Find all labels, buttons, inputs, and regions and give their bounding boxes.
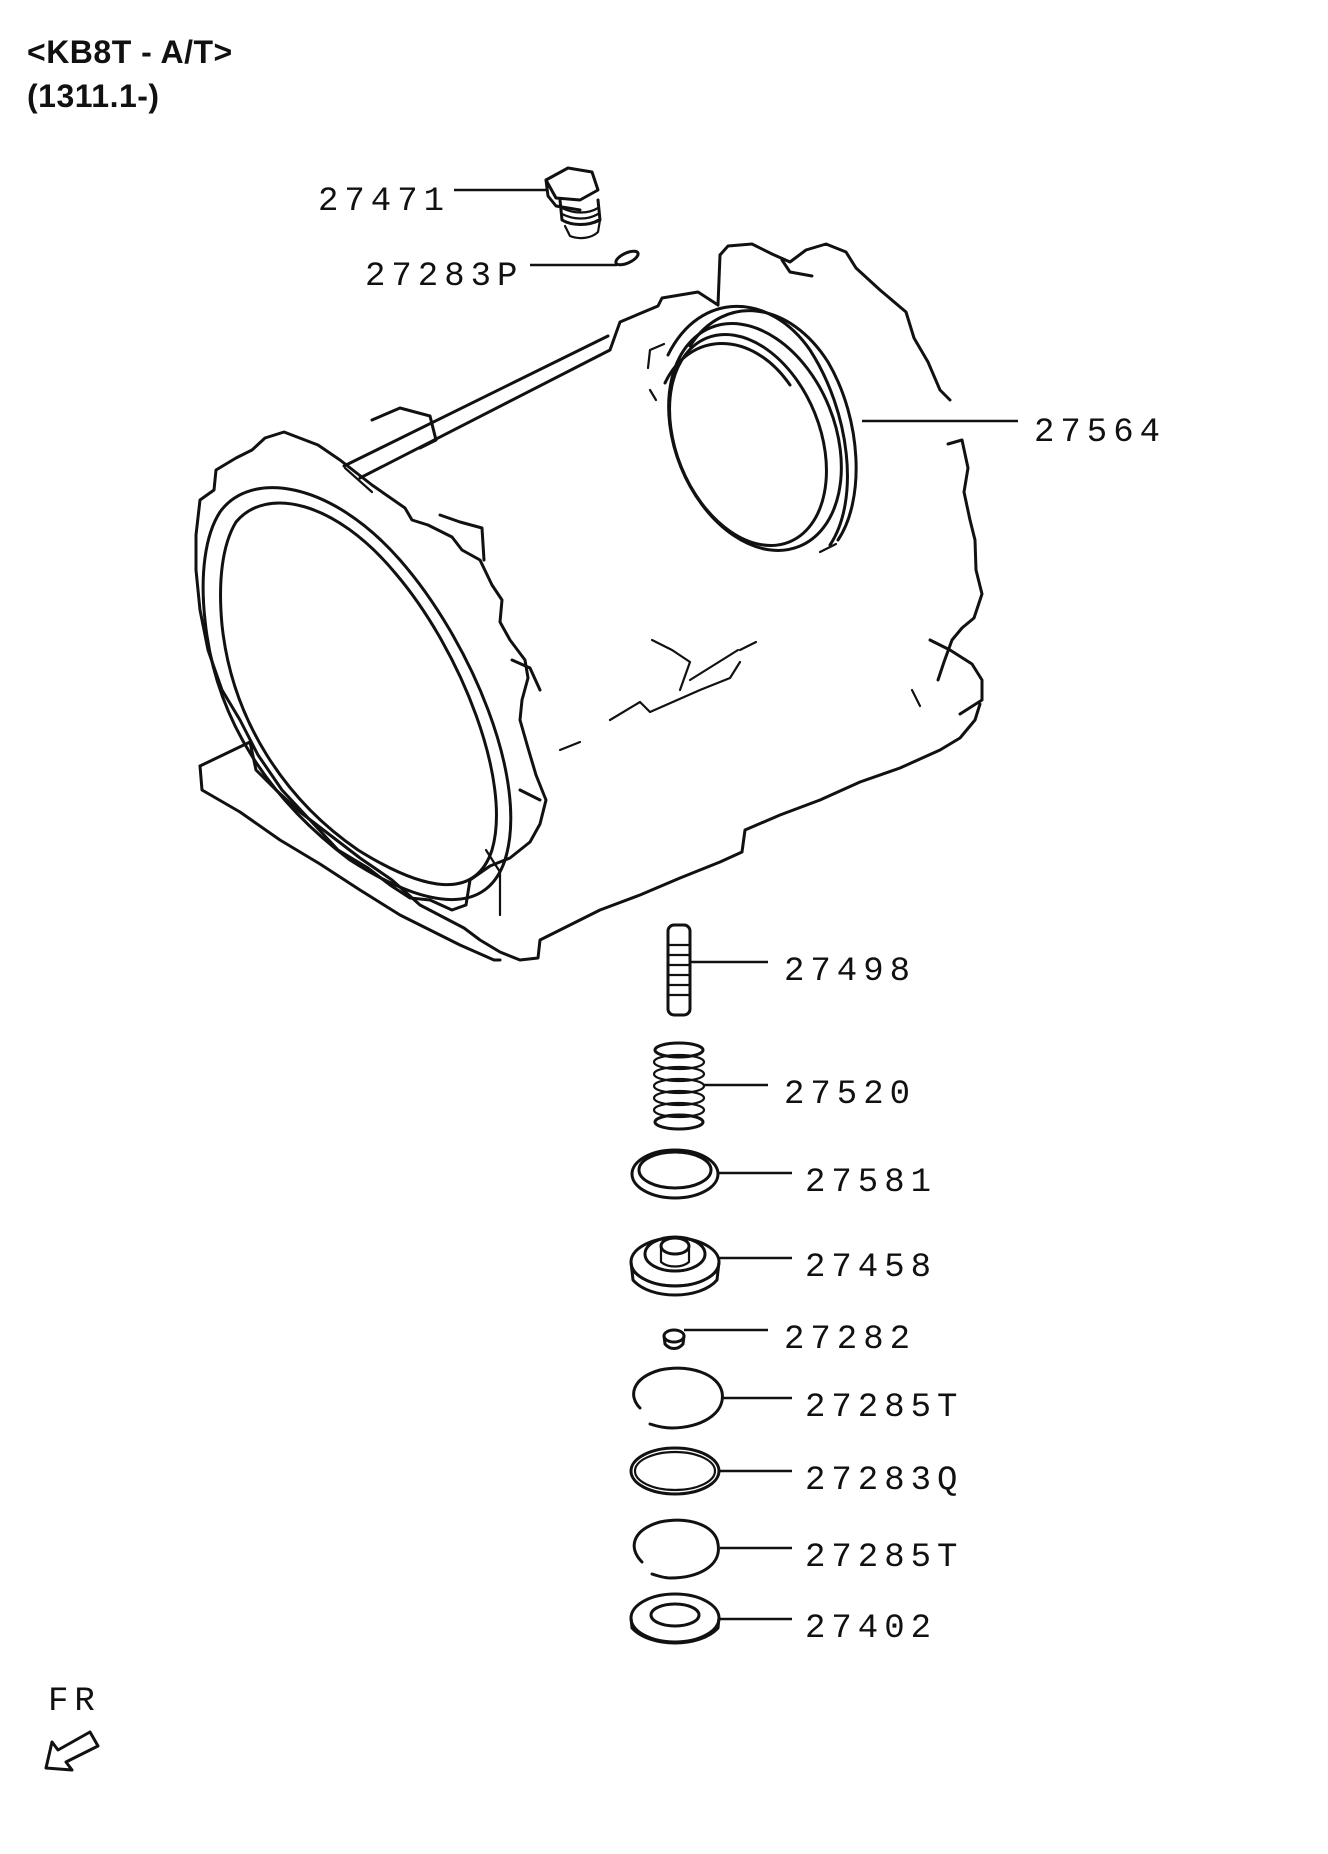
- snap-ring-lower-drawing: [632, 1518, 720, 1580]
- accumulator-piston-drawing: [629, 1235, 721, 1297]
- accumulator-pin-drawing: [666, 923, 692, 1017]
- part-label-27282: 27282: [784, 1321, 916, 1359]
- part-label-27581: 27581: [805, 1164, 937, 1202]
- plug-gasket-drawing: [614, 249, 640, 267]
- front-direction-arrow-icon: [44, 1730, 100, 1772]
- part-label-27283P: 27283P: [365, 258, 523, 296]
- part-label-27402: 27402: [805, 1610, 937, 1648]
- front-label: FR: [48, 1683, 101, 1721]
- drain-plug-bolt-drawing: [544, 166, 602, 240]
- small-plug-drawing: [662, 1328, 686, 1350]
- model-code: <KB8T - A/T>: [27, 34, 233, 70]
- case-seal-ring-drawing: [646, 305, 858, 554]
- part-label-27520: 27520: [784, 1076, 916, 1114]
- part-label-27498: 27498: [784, 953, 916, 991]
- piston-seal-ring-drawing: [630, 1148, 720, 1200]
- date-range: (1311.1-): [27, 78, 160, 114]
- transmission-case-drawing: [194, 242, 984, 962]
- part-label-27283Q: 27283Q: [805, 1462, 963, 1500]
- part-label-27458: 27458: [805, 1249, 937, 1287]
- o-ring-drawing: [629, 1446, 721, 1496]
- part-label-27471: 27471: [318, 183, 450, 221]
- part-label-27285T-lower: 27285T: [805, 1539, 963, 1577]
- part-label-27564: 27564: [1034, 414, 1166, 452]
- part-label-27285T-upper: 27285T: [805, 1389, 963, 1427]
- retainer-cover-drawing: [629, 1592, 721, 1645]
- snap-ring-upper-drawing: [632, 1366, 724, 1430]
- accumulator-spring-drawing: [652, 1041, 706, 1131]
